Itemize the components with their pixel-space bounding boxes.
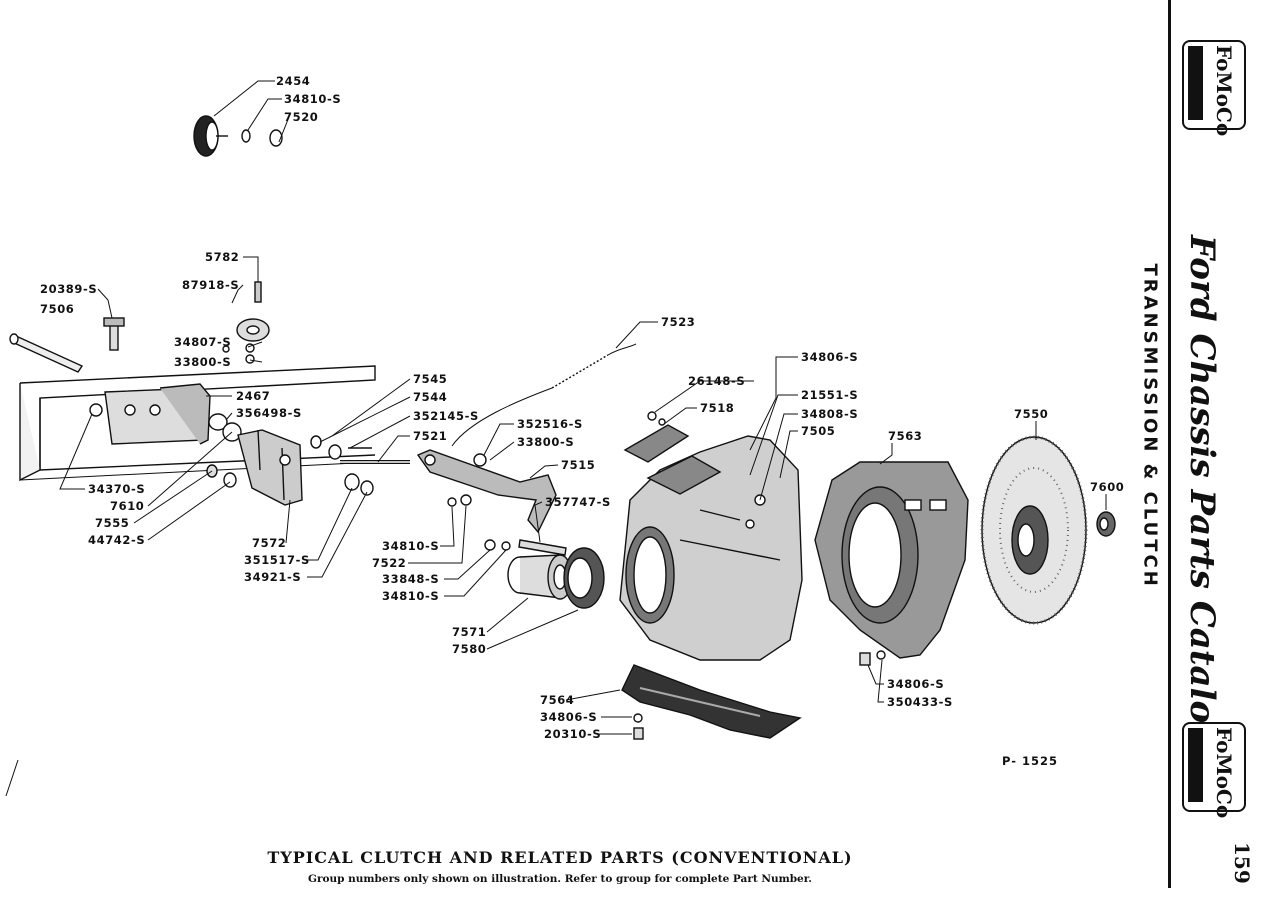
- label-7515: 7515: [561, 458, 595, 472]
- pressure-plate-7563: [814, 461, 969, 659]
- badge-text: FoMoCo: [1212, 45, 1236, 137]
- label-33800-s-a: 33800-S: [174, 355, 231, 369]
- badge-stripe: [1188, 46, 1203, 120]
- inspection-cover-7518: [623, 411, 690, 463]
- label-21551-s: 21551-S: [801, 388, 858, 402]
- illustration-code: P- 1525: [1002, 754, 1059, 768]
- label-357747-s: 357747-S: [545, 495, 611, 509]
- label-34806-s-bottom: 34806-S: [887, 677, 944, 691]
- label-352516-s: 352516-S: [517, 417, 583, 431]
- lower-pan-7564: [621, 664, 802, 739]
- leader-lines: [5, 80, 1107, 797]
- label-34810-s-low: 34810-S: [382, 589, 439, 603]
- bolts-lower: [633, 650, 886, 740]
- small-washers-mid: [206, 435, 374, 496]
- label-7580: 7580: [452, 642, 486, 656]
- label-33800-s-b: 33800-S: [517, 435, 574, 449]
- label-7522: 7522: [372, 556, 406, 570]
- figure-caption-title: TYPICAL CLUTCH AND RELATED PARTS (CONVEN…: [267, 848, 853, 867]
- fomoco-logo-top: FoMoCo: [1182, 40, 1246, 137]
- label-350433-s: 350433-S: [887, 695, 953, 709]
- label-2454: 2454: [276, 74, 310, 88]
- label-7505: 7505: [801, 424, 835, 438]
- release-bearing-7580: [563, 547, 605, 609]
- label-34370-s: 34370-S: [88, 482, 145, 496]
- retracting-spring-7523: [451, 343, 637, 447]
- label-7564: 7564: [540, 693, 574, 707]
- label-356498-s: 356498-S: [236, 406, 302, 420]
- part-labels: 2454 34810-S 7520 5782 87918-S 20389-S 7…: [40, 74, 1124, 741]
- label-20310-s: 20310-S: [544, 727, 601, 741]
- small-fasteners-upper: [103, 281, 262, 364]
- label-351517-s: 351517-S: [244, 553, 310, 567]
- label-7600: 7600: [1090, 480, 1124, 494]
- label-34808-s: 34808-S: [801, 407, 858, 421]
- label-34806-s-pan: 34806-S: [540, 710, 597, 724]
- label-34921-s: 34921-S: [244, 570, 301, 584]
- badge-text: FoMoCo: [1212, 727, 1236, 819]
- page-number: 159: [1230, 842, 1254, 884]
- label-7571: 7571: [452, 625, 486, 639]
- release-fork-7515: [416, 449, 557, 534]
- section-title: TRANSMISSION & CLUTCH: [1139, 263, 1161, 589]
- label-20389-s: 20389-S: [40, 282, 97, 296]
- label-7545: 7545: [413, 372, 447, 386]
- frame-side-rail: [19, 365, 376, 482]
- equalizer-bracket-7572: [237, 429, 303, 506]
- fomoco-logo-bottom: FoMoCo: [1182, 722, 1246, 819]
- cross-shaft-7506: [9, 333, 84, 373]
- clutch-housing-7505: [619, 435, 803, 661]
- label-7563: 7563: [888, 429, 922, 443]
- label-44742-s: 44742-S: [88, 533, 145, 547]
- label-7506: 7506: [40, 302, 74, 316]
- label-2467: 2467: [236, 389, 270, 403]
- label-5782: 5782: [205, 250, 239, 264]
- label-34807-s: 34807-S: [174, 335, 231, 349]
- label-34810-s-top: 34810-S: [284, 92, 341, 106]
- label-7523: 7523: [661, 315, 695, 329]
- figure-caption-note: Group numbers only shown on illustration…: [308, 873, 812, 885]
- catalog-title: Ford Chassis Parts Catalog: [1182, 235, 1222, 747]
- label-7521: 7521: [413, 429, 447, 443]
- label-7520: 7520: [284, 110, 318, 124]
- clutch-pedal-7520: [236, 129, 356, 342]
- label-352145-s: 352145-S: [413, 409, 479, 423]
- label-7555: 7555: [95, 516, 129, 530]
- label-7550: 7550: [1014, 407, 1048, 421]
- pilot-bearing-7600: [1096, 511, 1116, 537]
- release-bearing-hub-7571: [507, 554, 573, 600]
- pedal-pad-2454: [193, 115, 251, 157]
- badge-stripe: [1188, 728, 1203, 802]
- sidebar-divider: [1168, 0, 1171, 888]
- label-7544: 7544: [413, 390, 447, 404]
- label-7572: 7572: [252, 536, 286, 550]
- label-87918-s: 87918-S: [182, 278, 239, 292]
- label-7610: 7610: [110, 499, 144, 513]
- label-33848-s: 33848-S: [382, 572, 439, 586]
- label-34810-s-mid: 34810-S: [382, 539, 439, 553]
- bracket-2467: [89, 383, 242, 445]
- label-7518: 7518: [700, 401, 734, 415]
- clutch-disc-7550: [980, 435, 1088, 625]
- label-34806-s-top: 34806-S: [801, 350, 858, 364]
- label-26148-s: 26148-S: [688, 374, 745, 388]
